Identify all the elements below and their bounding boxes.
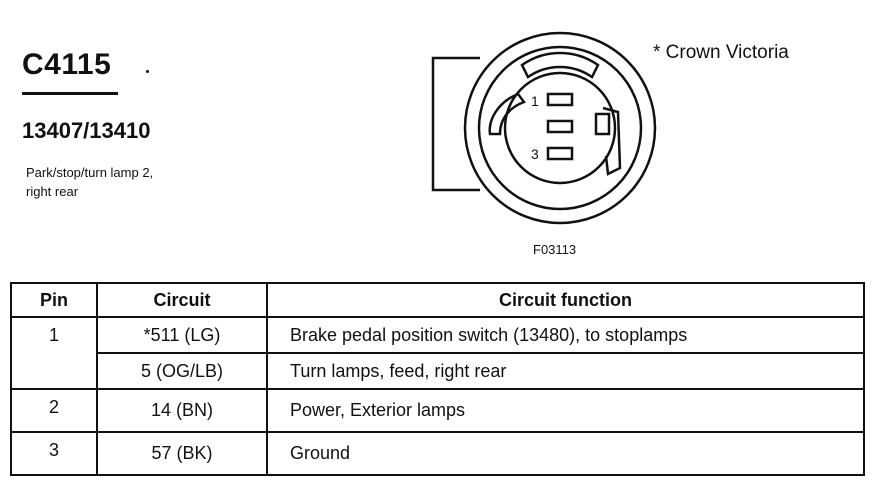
- stray-dot: [146, 70, 149, 73]
- table-row: 1 *511 (LG) Brake pedal position switch …: [10, 316, 865, 390]
- connector-side-tab: [431, 56, 480, 192]
- latch-left: [488, 92, 527, 136]
- keyway-top: [520, 51, 600, 79]
- latch-right: [602, 106, 622, 176]
- vehicle-note: * Crown Victoria: [653, 42, 789, 63]
- function-cell: Brake pedal position switch (13480), to …: [266, 316, 865, 354]
- circuit-cell: 14 (BN): [96, 388, 268, 433]
- connector-face-diagram: 1 3: [431, 31, 657, 225]
- terminal-3: [546, 146, 574, 161]
- table-header-row: Pin Circuit Circuit function: [10, 282, 865, 318]
- header-pin: Pin: [10, 282, 98, 318]
- header-function: Circuit function: [266, 282, 865, 318]
- part-number: 13407/13410: [22, 118, 151, 143]
- latch-right-tab: [594, 112, 611, 136]
- circuit-cell: 5 (OG/LB): [96, 352, 268, 390]
- function-cell: Power, Exterior lamps: [266, 388, 865, 433]
- circuit-cell: *511 (LG): [96, 316, 268, 354]
- pin-cell: 3: [10, 431, 98, 476]
- figure-id: F03113: [533, 242, 577, 257]
- connector-outer-ring: [463, 31, 657, 225]
- table-row: 5 (OG/LB) Turn lamps, feed, right rear: [11, 352, 865, 390]
- connector-description: Park/stop/turn lamp 2, right rear: [26, 163, 153, 201]
- description-line-1: Park/stop/turn lamp 2,: [26, 165, 154, 180]
- connector-inner-ring: [477, 45, 643, 211]
- circuit-cell: 57 (BK): [96, 431, 268, 476]
- table-row: 2 14 (BN) Power, Exterior lamps: [10, 388, 865, 433]
- pin-label-1: 1: [531, 93, 539, 109]
- function-cell: Ground: [266, 431, 865, 476]
- header-circuit: Circuit: [96, 282, 268, 318]
- terminal-2: [546, 119, 574, 134]
- connector-id: C4115: [22, 48, 112, 81]
- pinout-table: Pin Circuit Circuit function 1 *511 (LG)…: [10, 282, 865, 476]
- pin-cell: 2: [10, 388, 98, 433]
- terminal-1: [546, 92, 574, 107]
- table-row: 3 57 (BK) Ground: [10, 431, 865, 476]
- connector-cavity: [503, 71, 617, 185]
- description-line-2: right rear: [26, 184, 79, 199]
- function-cell: Turn lamps, feed, right rear: [266, 352, 865, 390]
- pin-label-3: 3: [531, 146, 539, 162]
- title-underline: [22, 92, 118, 95]
- pin-cell: 1: [10, 316, 98, 390]
